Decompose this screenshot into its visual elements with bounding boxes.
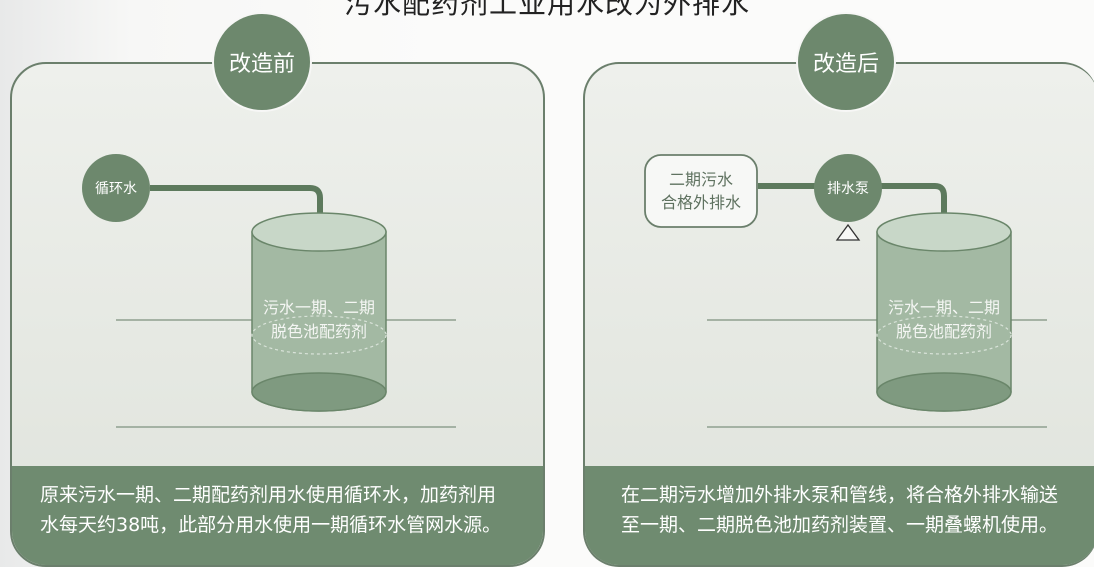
after-caption-line1: 在二期污水增加外排水泵和管线，将合格外排水输送 [621, 484, 1059, 506]
after-source-label-line1: 二期污水 [668, 170, 733, 189]
before-source-label: 循环水 [95, 181, 137, 197]
after-pump-label: 排水泵 [827, 181, 869, 197]
before-caption-line1: 原来污水一期、二期配药剂用水使用循环水，加药剂用 [40, 484, 497, 506]
after-source-box [644, 154, 758, 228]
after-tank-label-line1: 污水一期、二期 [887, 298, 1000, 317]
after-badge: 改造后 [798, 14, 894, 110]
page-title: 污水配药剂工业用水改为外排水 [343, 0, 750, 20]
before-caption-line2: 水每天约38吨，此部分用水使用一期循环水管网水源。 [40, 514, 502, 536]
after-caption: 在二期污水增加外排水泵和管线，将合格外排水输送 至一期、二期脱色池加药剂装置、一… [585, 466, 1094, 565]
after-caption-line2: 至一期、二期脱色池加药剂装置、一期叠螺机使用。 [621, 514, 1059, 536]
before-tank-label-line2: 脱色池配药剂 [270, 322, 367, 341]
after-pipe [758, 183, 947, 237]
after-pump-bubble [814, 154, 882, 222]
after-tank-label: 污水一期、二期 脱色池配药剂 [877, 296, 1011, 344]
before-tank-label-line1: 污水一期、二期 [262, 298, 375, 317]
before-badge: 改造前 [214, 14, 310, 110]
before-tank-label: 污水一期、二期 脱色池配药剂 [252, 296, 386, 344]
after-tank-label-line2: 脱色池配药剂 [895, 322, 992, 341]
before-source-bubble [82, 154, 150, 222]
after-tank [876, 212, 1012, 412]
after-pump-stand [835, 223, 861, 241]
after-source-label: 二期污水 合格外排水 [645, 168, 757, 214]
before-pipe [150, 185, 323, 237]
before-caption: 原来污水一期、二期配药剂用水使用循环水，加药剂用 水每天约38吨，此部分用水使用… [12, 466, 543, 565]
after-source-label-line2: 合格外排水 [660, 193, 741, 212]
before-tank [251, 212, 387, 412]
